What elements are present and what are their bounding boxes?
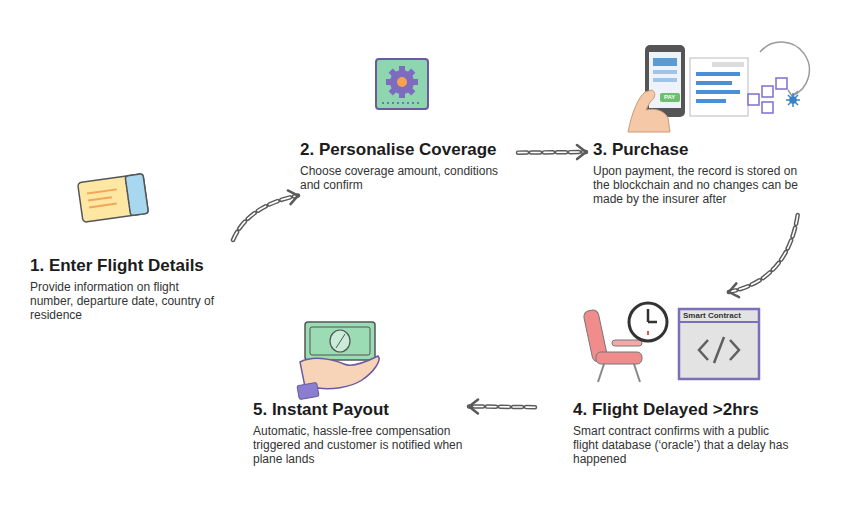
chair-leg (598, 364, 604, 382)
gear-panel (376, 59, 428, 109)
step-description: Smart contract confirms with a public fl… (573, 424, 795, 466)
ticket-line (87, 189, 117, 193)
step-heading: 3. Purchase (593, 140, 838, 160)
dashed-connector (518, 145, 586, 159)
arrow-head (577, 145, 586, 159)
gear-tooth (389, 69, 416, 96)
banknote-border (310, 327, 370, 355)
screen-row (653, 58, 677, 66)
step-node: 5. Instant PayoutAutomatic, hassle-free … (251, 312, 469, 472)
phone-illustration (628, 42, 809, 132)
panel-dots (382, 102, 422, 104)
ticket-body (78, 174, 149, 223)
sleeve-cuff (297, 382, 319, 399)
window-title: Smart Contract (683, 311, 741, 320)
ticket-stub (125, 174, 148, 216)
block (748, 94, 759, 105)
connector-chain-core (518, 151, 586, 153)
form-field (696, 72, 740, 76)
clock-hand (648, 321, 657, 324)
step-description: Upon payment, the record is stored on th… (593, 164, 815, 206)
hand (628, 90, 670, 132)
banknote (305, 322, 375, 360)
connector-chain-core (469, 406, 535, 408)
window-header-line (679, 321, 759, 323)
connector-chain (233, 196, 298, 240)
connector-chain-core (729, 215, 798, 292)
step-heading: 2. Personalise Coverage (300, 140, 518, 160)
phone-screen (649, 52, 681, 108)
payout-illustration (297, 322, 379, 400)
code-bracket (730, 340, 739, 360)
ticket-perforation (125, 178, 130, 214)
form-field (696, 90, 740, 94)
contract-window (679, 309, 759, 379)
connector-chain (729, 215, 798, 292)
step-heading: 1. Enter Flight Details (30, 256, 233, 276)
dashed-connector (233, 190, 298, 240)
dashed-connector (469, 400, 535, 414)
form-field (696, 81, 732, 85)
step-heading: 4. Flight Delayed >2hrs (573, 400, 797, 420)
step-description: Choose coverage amount, conditions and c… (300, 164, 512, 192)
code-slash (714, 337, 724, 363)
arrow-head (729, 283, 739, 297)
connector-chain-core (233, 196, 298, 240)
seal-stroke (336, 334, 345, 348)
banknote-seal (330, 330, 350, 352)
clock-face (629, 303, 667, 341)
gear-hub (397, 77, 407, 87)
step-description: Provide information on flight number, de… (30, 280, 220, 322)
gear-tooth (389, 69, 416, 96)
pay-button (660, 93, 680, 102)
arrow-head (288, 190, 298, 204)
chair-armrest (612, 340, 642, 346)
connector-chain (518, 150, 586, 155)
network-spoke (788, 95, 798, 105)
button-label: PAY (664, 94, 675, 100)
cycle-arrow (760, 42, 809, 96)
connector-chain (469, 404, 535, 409)
form-field (696, 99, 726, 103)
step-node: 3. PurchaseUpon payment, the record is s… (586, 40, 838, 215)
chair-seat (596, 352, 642, 364)
arrow-head (469, 400, 478, 414)
ticket-icon (78, 174, 149, 223)
gear-icon (376, 59, 428, 109)
block-chain (748, 78, 787, 113)
step-description: Automatic, hassle-free compensation trig… (253, 424, 467, 466)
ticket-line (88, 197, 112, 200)
delay-illustration (583, 303, 759, 382)
step-node: 1. Enter Flight DetailsProvide informati… (28, 168, 233, 328)
screen-row (653, 70, 677, 74)
phone-body (645, 45, 685, 117)
clock-tick (647, 331, 649, 335)
network-node (786, 93, 800, 107)
clock-hand (647, 309, 650, 322)
ticket-line (89, 204, 117, 208)
gear-teeth (386, 66, 418, 98)
network-hub (790, 97, 796, 103)
step-node: 4. Flight Delayed >2hrsSmart contract co… (535, 292, 797, 472)
screen-row (653, 78, 677, 82)
chair-leg (634, 364, 640, 382)
step-node: 2. Personalise CoverageChoose coverage a… (298, 52, 518, 200)
code-bracket (699, 340, 708, 360)
gear-wheel (390, 70, 414, 94)
dashed-connector (729, 215, 798, 297)
network-spoke (788, 95, 798, 105)
form-card (690, 58, 748, 116)
block (776, 78, 787, 89)
block (762, 102, 773, 113)
step-heading: 5. Instant Payout (253, 400, 469, 420)
form-header (712, 62, 744, 67)
block (762, 86, 773, 97)
